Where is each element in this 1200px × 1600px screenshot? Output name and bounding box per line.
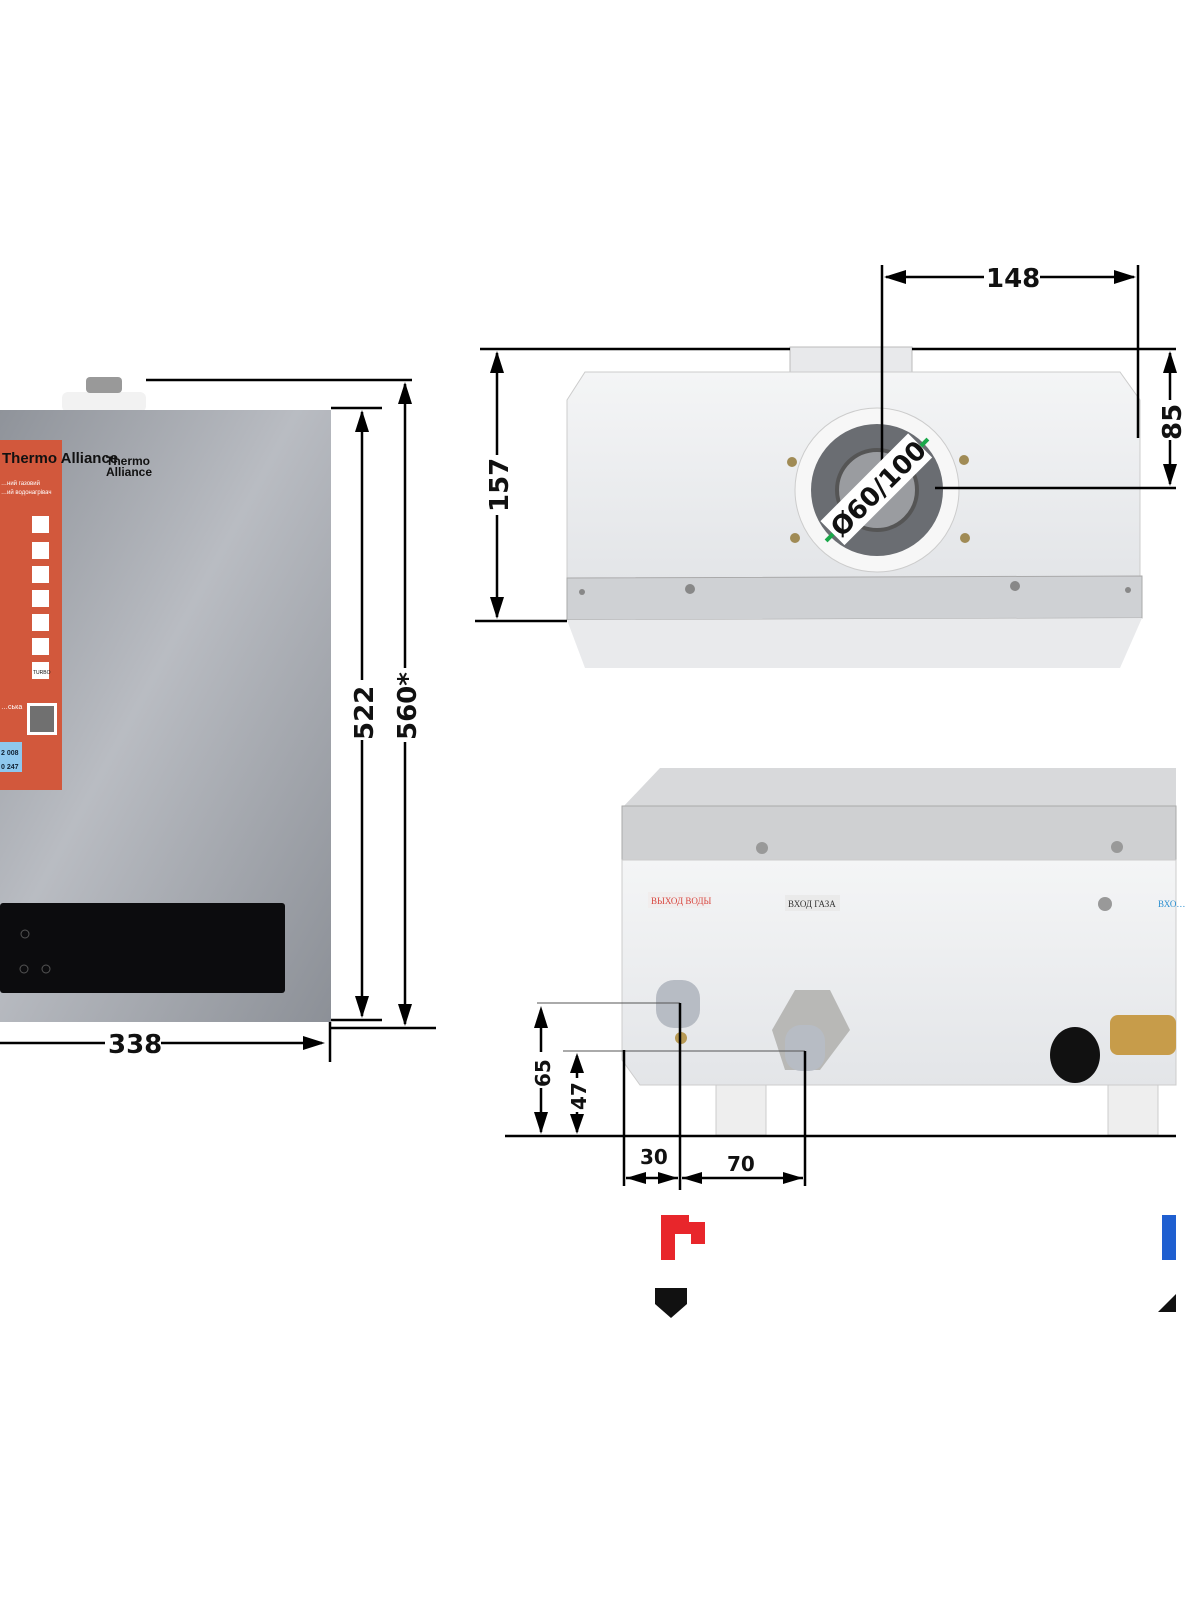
label-price-2: 0 247 [1, 764, 19, 771]
label-section: …ська [1, 704, 22, 711]
water-in-label: ВХО… [1158, 899, 1185, 909]
offset-30-dimension: 30 [640, 1145, 668, 1169]
flue-pipe [86, 377, 122, 393]
bottom-view: ВЫХОД ВОДЫ ВХОД ГАЗА ВХО… [621, 768, 1185, 1136]
label-brand: Thermo Alliance [2, 450, 118, 467]
width-dimension: 338 [108, 1030, 162, 1060]
front-dimensions: 522 560* 338 [0, 378, 436, 1062]
height-65-dimension: 65 [531, 1059, 555, 1087]
price-box [0, 742, 22, 772]
cold-water-tap-icon [1162, 1215, 1176, 1260]
hot-water-outlet [656, 980, 700, 1028]
display-icons [19, 929, 51, 974]
control-display [0, 903, 285, 993]
hot-water-tap-icon [661, 1215, 705, 1260]
outflow-arrow-icon [655, 1288, 687, 1318]
turbo-badge: TURBO [33, 670, 51, 676]
bottom-dimensions: 65 47 30 70 [505, 1002, 1176, 1190]
front-view: Thermo Alliance …ний газовий …ий водонаг… [0, 377, 331, 1022]
label-price-1: 2 008 [1, 750, 19, 757]
label-subtitle-2: …ий водонагрівач [1, 489, 52, 496]
label-subtitle-1: …ний газовий [1, 480, 40, 487]
cold-water-valve [1110, 1015, 1176, 1055]
flue-cap [62, 392, 146, 412]
depth-dimension: 157 [485, 458, 515, 512]
water-out-label: ВЫХОД ВОДЫ [651, 896, 712, 906]
height-47-dimension: 47 [567, 1082, 591, 1110]
gas-in-label: ВХОД ГАЗА [788, 899, 836, 909]
flue-height-dimension: 85 [1158, 404, 1188, 440]
total-height-dimension: 560* [393, 672, 423, 740]
offset-70-dimension: 70 [727, 1152, 755, 1176]
inflow-arrow-icon [1158, 1294, 1176, 1312]
body-height-dimension: 522 [350, 686, 380, 740]
feature-icons [32, 516, 49, 679]
drain-plug [1050, 1027, 1100, 1083]
flue-offset-dimension: 148 [986, 264, 1040, 294]
